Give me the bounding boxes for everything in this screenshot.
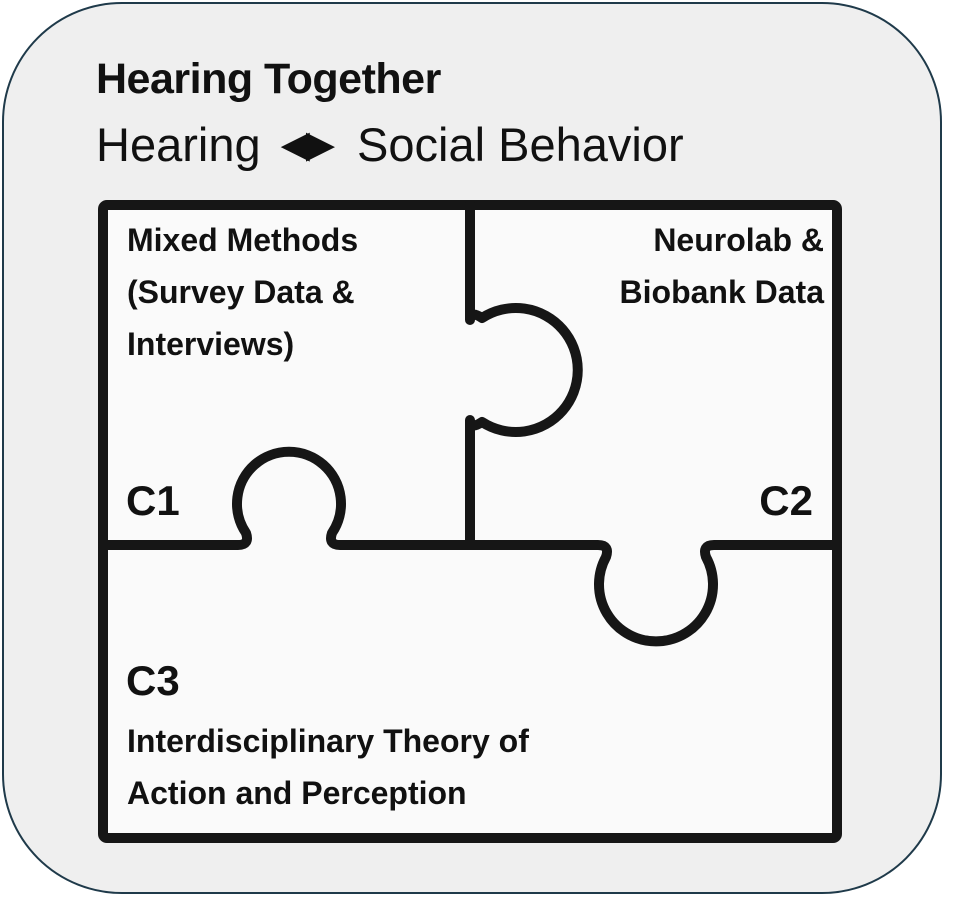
diagram-subtitle: Hearing ◀▶ Social Behavior [96,117,684,172]
puzzle-divider-c1-c2 [465,200,583,550]
c1-description: Mixed Methods (Survey Data & Interviews) [127,214,358,370]
c1-line: Interviews) [127,326,295,362]
c1-label: C1 [126,477,180,524]
c3-line: Interdisciplinary Theory of [127,723,529,759]
c1-line: (Survey Data & [127,274,355,310]
subtitle-hearing: Hearing [96,118,261,171]
c2-line: Biobank Data [619,274,824,310]
c2-label: C2 [759,477,813,524]
c2-description: Neurolab & Biobank Data [620,214,824,318]
c3-description: Interdisciplinary Theory of Action and P… [127,715,529,819]
bidirectional-arrow-icon: ◀▶ [280,124,335,166]
subtitle-social-behavior: Social Behavior [357,118,684,171]
puzzle-divider-top-c3 [98,446,842,647]
c2-line: Neurolab & [653,222,824,258]
c3-line: Action and Perception [127,775,467,811]
c1-line: Mixed Methods [127,222,359,258]
c3-label: C3 [126,657,180,704]
diagram-title: Hearing Together [96,55,441,103]
